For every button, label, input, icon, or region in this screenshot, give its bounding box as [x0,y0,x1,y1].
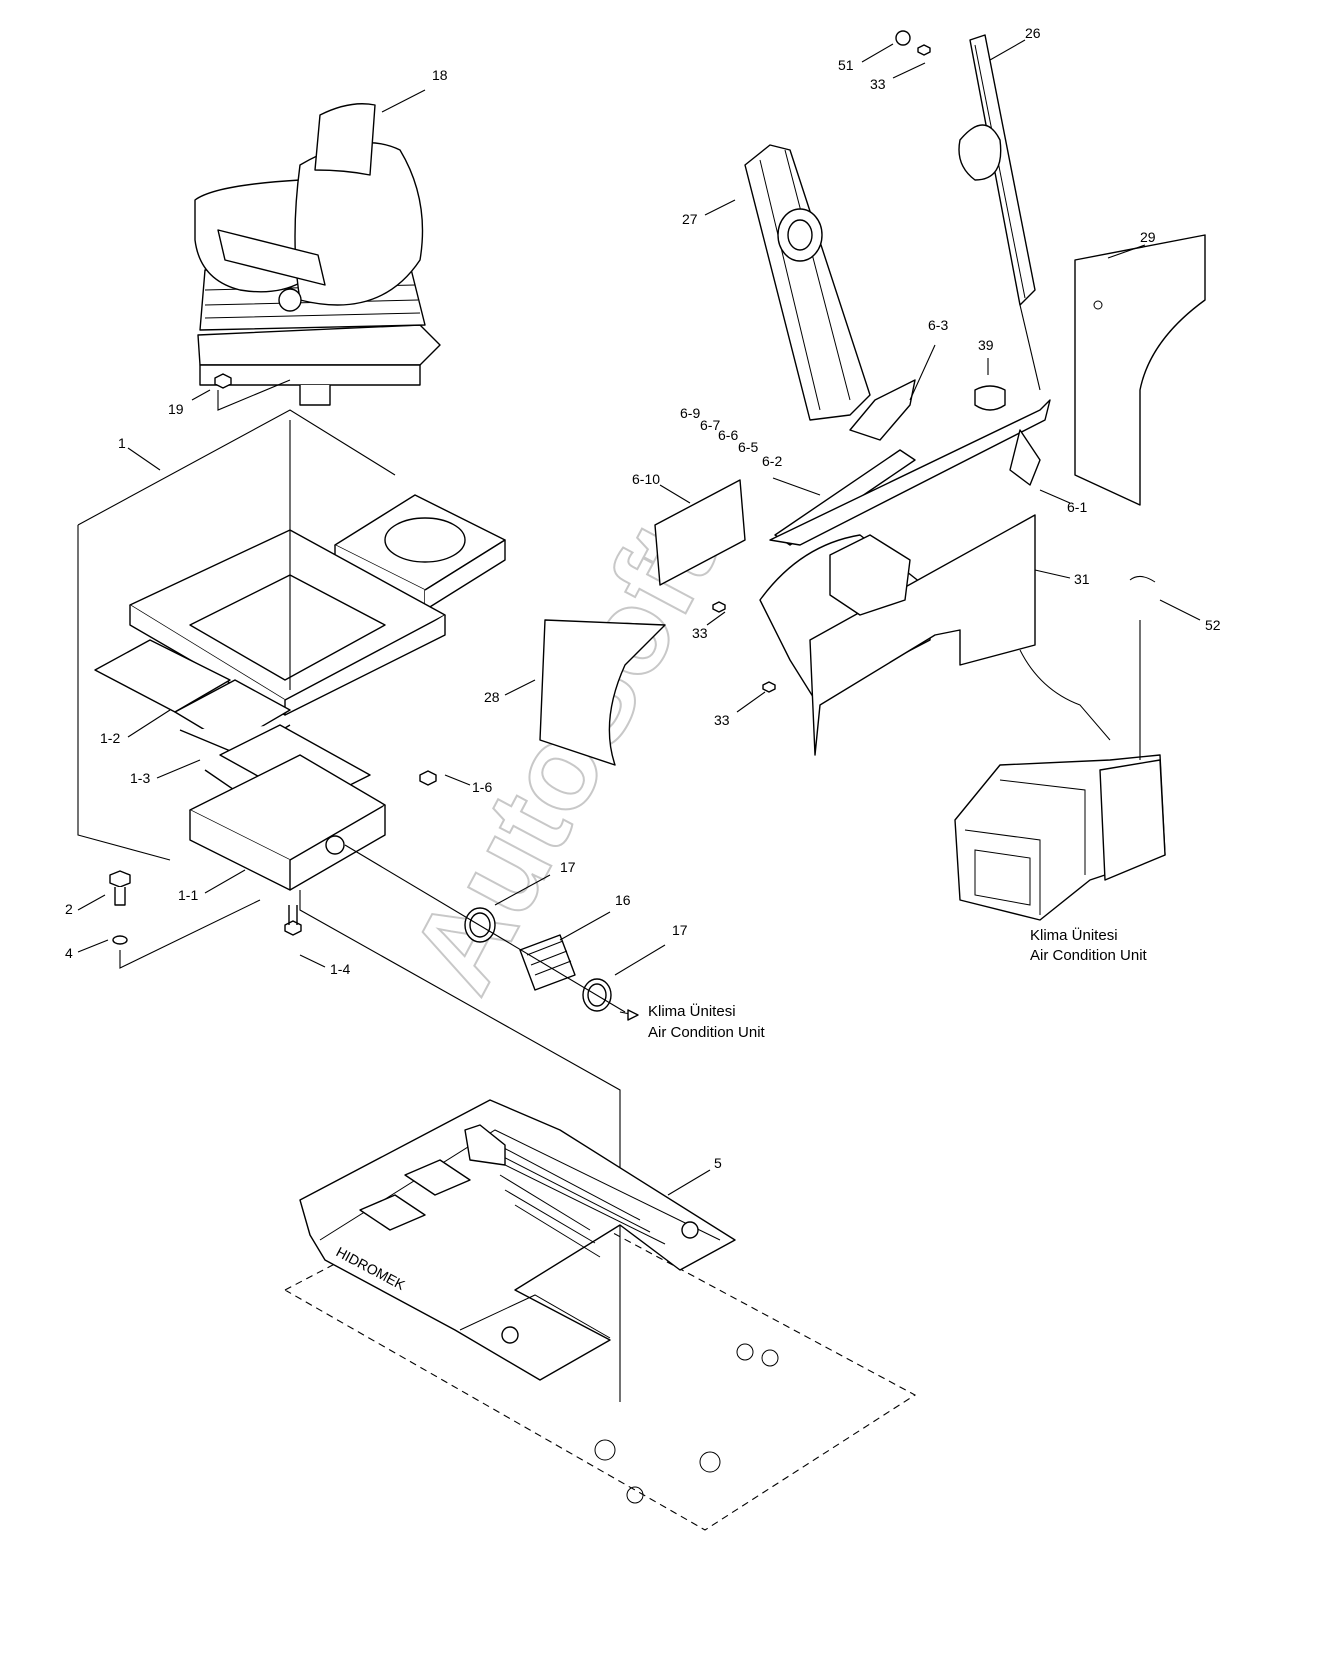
callout-1-2: 1-2 [100,730,120,746]
callout-19: 19 [168,401,184,417]
callout-51: 51 [838,57,854,73]
callout-6-2: 6-2 [762,453,782,469]
ac-unit-note-line1: Klima Ünitesi [1030,926,1118,944]
callout-6-10: 6-10 [632,471,660,487]
seat [194,103,441,406]
duct-note-line1: Klima Ünitesi [648,1002,736,1020]
callout-33-top: 33 [870,76,886,92]
callout-31: 31 [1074,571,1090,587]
callout-27: 27 [682,211,698,227]
center-console [539,379,1051,766]
callout-39: 39 [978,337,994,353]
callout-6-5: 6-5 [738,439,758,455]
callout-16: 16 [615,892,631,908]
callout-26: 26 [1025,25,1041,41]
ac-unit [954,576,1166,921]
callout-6-7: 6-7 [700,417,720,433]
seat-base-assembly [94,494,506,891]
callout-33-low: 33 [714,712,730,728]
callout-1: 1 [118,435,126,451]
duct-note-line2: Air Condition Unit [648,1024,766,1041]
panel-29 [1074,234,1206,506]
callout-6-9: 6-9 [680,405,700,421]
assembly-lines [77,379,639,1402]
callout-4: 4 [65,945,73,961]
small-parts-top [712,30,931,693]
callout-29: 29 [1140,229,1156,245]
ac-unit-note-line2: Air Condition Unit [1030,947,1148,964]
callout-2: 2 [65,901,73,917]
callout-5: 5 [714,1155,722,1171]
callout-6-3: 6-3 [928,317,948,333]
callout-6-1: 6-1 [1067,499,1087,515]
bolts-left [109,373,437,945]
callout-leaders [77,39,1201,1196]
floor-mat: HIDROMEK [284,1099,917,1531]
callout-17-bottom: 17 [672,922,688,938]
pillar-26 [958,34,1041,391]
callout-1-1: 1-1 [178,887,198,903]
callout-1-3: 1-3 [130,770,150,786]
callout-18: 18 [432,67,448,83]
callout-17-top: 17 [560,859,576,875]
callout-33-mid: 33 [692,625,708,641]
callout-1-6: 1-6 [472,779,492,795]
callout-6-6: 6-6 [718,427,738,443]
callout-1-4: 1-4 [330,961,350,977]
callout-52: 52 [1205,617,1221,633]
callout-28: 28 [484,689,500,705]
pillar-27 [744,144,871,421]
